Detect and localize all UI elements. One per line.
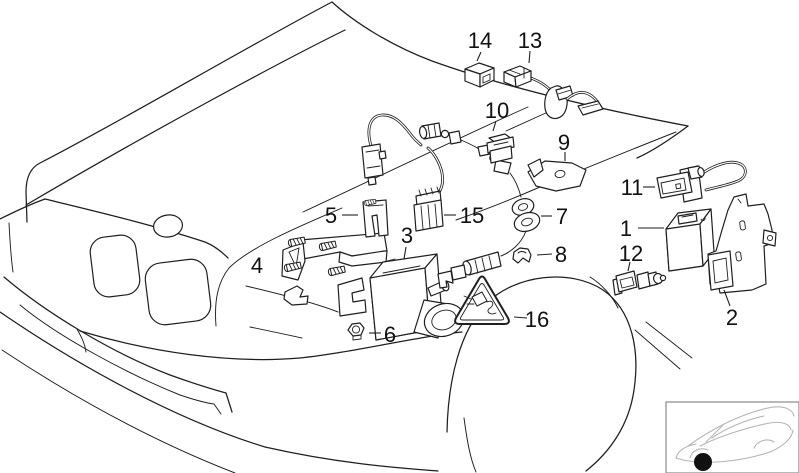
part-label-3: 3 bbox=[401, 223, 413, 248]
part-11-fuse-holder bbox=[656, 160, 747, 203]
part-label-15: 15 bbox=[460, 203, 484, 228]
part-13-harness bbox=[503, 65, 604, 120]
thumbnail-car-outline bbox=[675, 406, 795, 463]
car-front-outline bbox=[0, 1, 693, 473]
leader-line-16 bbox=[513, 316, 528, 319]
leader-line-14 bbox=[476, 51, 482, 62]
part-label-11: 11 bbox=[621, 175, 644, 200]
part-label-16: 16 bbox=[525, 307, 549, 332]
part-label-9: 9 bbox=[558, 130, 570, 155]
leader-line-12 bbox=[627, 261, 631, 272]
part-5-holder-bracket bbox=[362, 198, 389, 238]
leader-line-3 bbox=[403, 246, 407, 260]
part-16-warning-label bbox=[454, 275, 510, 325]
part-label-5: 5 bbox=[325, 203, 337, 228]
part-15-harness bbox=[361, 113, 445, 232]
part-label-13: 13 bbox=[518, 28, 542, 53]
part-10-switch bbox=[486, 133, 515, 164]
part-6-nut bbox=[347, 322, 365, 341]
part-label-14: 14 bbox=[468, 28, 492, 53]
part-8-clip bbox=[512, 247, 532, 264]
part-label-10: 10 bbox=[485, 98, 509, 123]
leader-line-2 bbox=[723, 289, 731, 307]
leader-line-10 bbox=[492, 120, 497, 132]
location-thumbnail bbox=[665, 401, 799, 473]
part-label-8: 8 bbox=[555, 242, 567, 267]
part-label-7: 7 bbox=[556, 204, 568, 229]
part-4-bracket bbox=[281, 232, 388, 306]
part-3-actuator bbox=[337, 253, 465, 341]
part-label-12: 12 bbox=[619, 241, 643, 266]
location-marker-dot bbox=[694, 453, 712, 471]
leader-line-8 bbox=[536, 253, 553, 256]
part-1-control-module bbox=[665, 208, 715, 272]
leader-line-13 bbox=[528, 50, 531, 64]
part-2-bracket bbox=[707, 193, 777, 294]
part-7-cable bbox=[418, 122, 541, 289]
part-label-6: 6 bbox=[384, 322, 396, 347]
part-12-plug bbox=[612, 270, 667, 296]
part-14-relay bbox=[464, 62, 495, 88]
part-label-1: 1 bbox=[620, 216, 632, 241]
part-9-holder-plate bbox=[527, 158, 587, 192]
part-label-2: 2 bbox=[726, 305, 738, 330]
part-label-4: 4 bbox=[251, 253, 263, 278]
